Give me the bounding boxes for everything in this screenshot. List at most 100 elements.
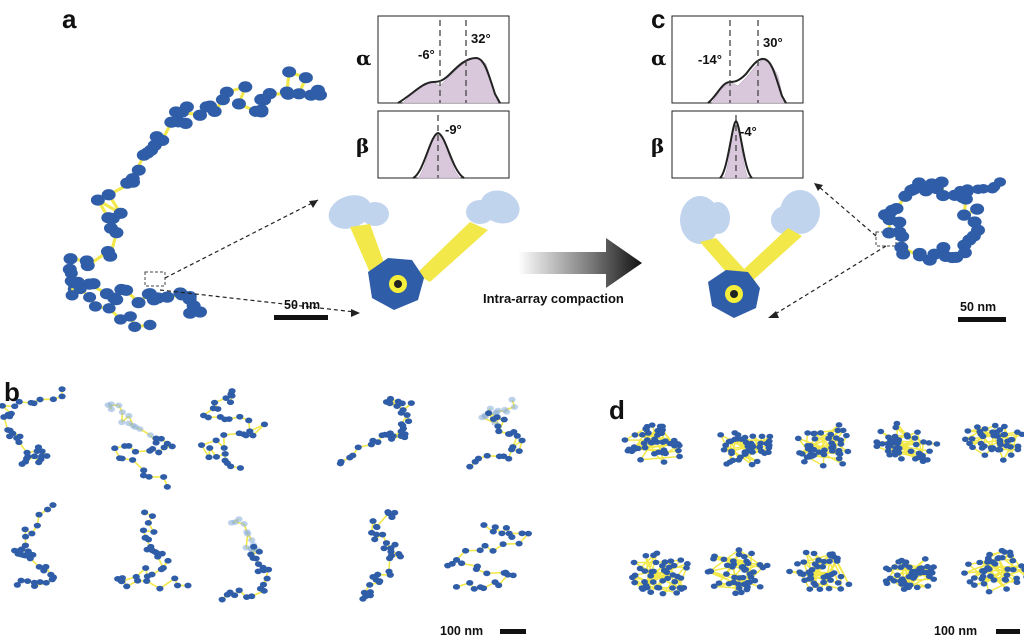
nucleosome [735, 551, 743, 558]
alpha-histogram-c [671, 15, 804, 104]
nucleosome [139, 527, 148, 534]
nucleosome [369, 518, 377, 524]
nucleosome [835, 455, 843, 462]
nucleosome [131, 297, 146, 309]
nucleosome [160, 444, 168, 451]
nucleosome [834, 555, 841, 562]
nucleosome [226, 589, 234, 596]
nucleosome [221, 451, 229, 457]
nucleosome [997, 441, 1004, 448]
nucleosome [346, 454, 354, 461]
nucleosome [83, 292, 97, 303]
nucleosome [336, 460, 344, 467]
nucleosome [26, 555, 34, 562]
nucleosome [731, 574, 738, 581]
nucleosome [885, 566, 893, 573]
nucleosome [1000, 432, 1008, 438]
structure-d-3 [794, 422, 852, 469]
nucleosome [827, 577, 834, 583]
nucleosome [495, 428, 503, 435]
nucleosome [649, 439, 657, 445]
nucleosome [508, 396, 516, 403]
nucleosome [636, 565, 644, 572]
nucleosome [386, 572, 394, 578]
nucleosome [990, 577, 998, 583]
nucleosome [123, 311, 137, 322]
nucleosome [171, 575, 179, 582]
nucleosome [965, 561, 972, 567]
nucleosome [30, 453, 39, 460]
nucleosome [808, 453, 816, 459]
nucleosome [264, 566, 273, 573]
nucleosome [404, 418, 413, 425]
nucleosome [143, 319, 157, 331]
nucleosome [970, 582, 978, 588]
nucleosome [510, 404, 519, 410]
nucleosome [873, 443, 881, 449]
nucleosome [118, 409, 126, 416]
nucleosome [101, 189, 116, 201]
panel-letter-a: a [62, 4, 77, 34]
nucleosome [240, 521, 248, 527]
nucleosome [665, 564, 673, 570]
nucleosome [444, 562, 452, 569]
nucleosome [936, 241, 951, 254]
nucleosome [675, 447, 682, 454]
nucleosome [291, 88, 306, 100]
nucleosome [88, 301, 102, 312]
nucleosome [452, 557, 461, 563]
nucleosome [641, 579, 648, 585]
nucleosome [236, 465, 245, 471]
nucleosome [936, 189, 951, 202]
nucleosome [765, 442, 773, 448]
nucleosome [380, 545, 388, 552]
nucleosome [193, 306, 207, 318]
nucleosome [723, 571, 730, 577]
nucleosome [794, 561, 801, 567]
nucleosome [509, 572, 517, 579]
nucleosome [499, 541, 507, 548]
nucleosome [458, 560, 466, 567]
nucleosome [36, 579, 44, 585]
nucleosome [820, 558, 828, 565]
nucleosome [90, 194, 105, 206]
nucleosome [118, 419, 126, 426]
nucleosome [21, 533, 30, 540]
fiber-a-upper [62, 66, 327, 275]
nucleosome [140, 509, 149, 516]
nucleosome [244, 531, 252, 537]
structure-d-1 [621, 422, 683, 465]
linker-dna [807, 424, 840, 450]
nucleosome [642, 426, 650, 432]
linker-dna [898, 439, 916, 460]
nucleosome [835, 450, 843, 456]
nucleosome [920, 439, 927, 445]
nucleosome [911, 456, 919, 462]
nucleosome [647, 589, 655, 595]
nucleosome [1014, 446, 1022, 453]
nucleosome [399, 422, 407, 429]
nucleosome [466, 463, 474, 470]
nucleosome [741, 449, 749, 455]
nucleosome [894, 572, 901, 578]
nucleosome [725, 580, 733, 587]
nucleosome [827, 571, 835, 578]
nucleosome [6, 433, 14, 440]
nucleosome [210, 399, 219, 406]
nucleosome [505, 530, 513, 537]
nucleosome [765, 438, 773, 444]
nucleosome [977, 431, 985, 437]
nucleosome [886, 443, 894, 449]
nucleosome [1009, 566, 1017, 573]
structure-d-8 [786, 549, 853, 592]
nucleosome [961, 184, 974, 194]
nucleosome [659, 590, 667, 597]
nucleosome [961, 436, 969, 442]
nucleosome [504, 571, 512, 578]
nucleosome [873, 439, 881, 445]
nucleosome [65, 290, 79, 301]
nucleosome [837, 586, 845, 592]
nucleosome [680, 584, 688, 591]
nucleosome [157, 566, 166, 573]
